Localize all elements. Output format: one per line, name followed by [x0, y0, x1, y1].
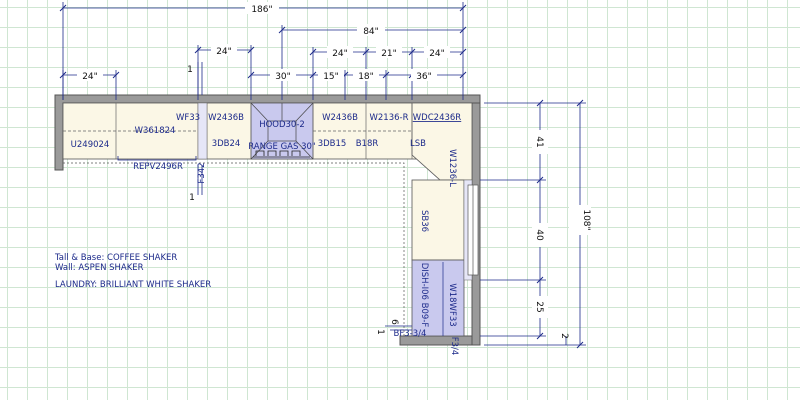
dim-108: 108" — [581, 209, 591, 230]
dim-24-a: 24" — [332, 49, 348, 59]
dim-84: 84" — [363, 27, 379, 37]
cabinet-wf33: WF33 — [176, 113, 200, 123]
dim-41: 41 — [534, 136, 544, 147]
dim-25: 25 — [534, 301, 544, 312]
cabinet-w1236l: W1236-L — [447, 149, 457, 187]
cabinet-u249024: U249024 — [71, 140, 110, 150]
note-wall: Wall: ASPEN SHAKER — [55, 263, 144, 273]
cabinet-w2136r: W2136-R — [369, 113, 408, 123]
cabinet-w2436b-right: W2436B — [322, 113, 358, 123]
cabinet-w361824: W361824 — [135, 126, 176, 136]
cabinet-bf3: BF3-3/4 — [394, 329, 427, 339]
cabinet-w2436b-left: W2436B — [208, 113, 244, 123]
dishwasher — [411, 259, 465, 337]
note-tall-base: Tall & Base: COFFEE SHAKER — [55, 253, 178, 263]
appliance-range: RANGE GAS 30" — [248, 142, 316, 152]
appliance-dishwasher: DISH-I06 B09-F — [419, 263, 429, 328]
repv-panel — [117, 156, 197, 161]
dim-1-top: 1 — [187, 65, 193, 75]
window — [467, 184, 479, 276]
dim-1-small: 1 — [375, 329, 385, 335]
cabinet-wdc2436r: WDC2436R — [413, 113, 462, 123]
dimension-lines — [62, 2, 586, 346]
hood-detail — [250, 102, 314, 160]
cabinet-f342: F342 — [197, 162, 207, 183]
cabinet-sb36: SB36 — [419, 210, 429, 232]
cabinet-repv: REPV2496R — [133, 162, 183, 172]
dim-24-c: 24" — [429, 49, 445, 59]
dim-18: 18" — [358, 72, 374, 82]
cabinet-b18r: B18R — [356, 139, 379, 149]
cabinet-3db15: 3DB15 — [318, 139, 347, 149]
cabinet-f34: F3/4 — [449, 337, 459, 356]
cabinet-labels: U249024 W361824 WF33 W2436B HOOD30-2 W24… — [71, 113, 462, 355]
dim-40: 40 — [534, 229, 544, 241]
dim-186: 186" — [251, 5, 272, 15]
dim-36: 36" — [416, 72, 432, 82]
dimension-labels: 186" 84" 24" 21" 24" 24" 24" 30" 15" 18"… — [77, 2, 591, 339]
dim-24-b: 24" — [216, 47, 232, 57]
dim-2: 2 — [559, 333, 569, 339]
dim-6: 6 — [389, 319, 399, 325]
dimension-ticks — [59, 4, 584, 349]
note-laundry: LAUNDRY: BRILLIANT WHITE SHAKER — [55, 280, 212, 290]
cabinet-lsb: LSB — [410, 139, 426, 149]
cabinet-w18wf33: W18WF33 — [447, 283, 457, 326]
dim-15: 15" — [323, 72, 339, 82]
cabinet-footprints — [62, 102, 473, 337]
dim-24-left: 24" — [82, 72, 98, 82]
countertop-outline — [63, 162, 405, 336]
dim-1-bottom: 1 — [189, 193, 195, 203]
cabinet-hood: HOOD30-2 — [259, 120, 305, 130]
range-burners — [253, 150, 310, 158]
cabinet-3db24: 3DB24 — [212, 139, 241, 149]
dim-21: 21" — [381, 49, 397, 59]
dim-30: 30" — [275, 72, 291, 82]
